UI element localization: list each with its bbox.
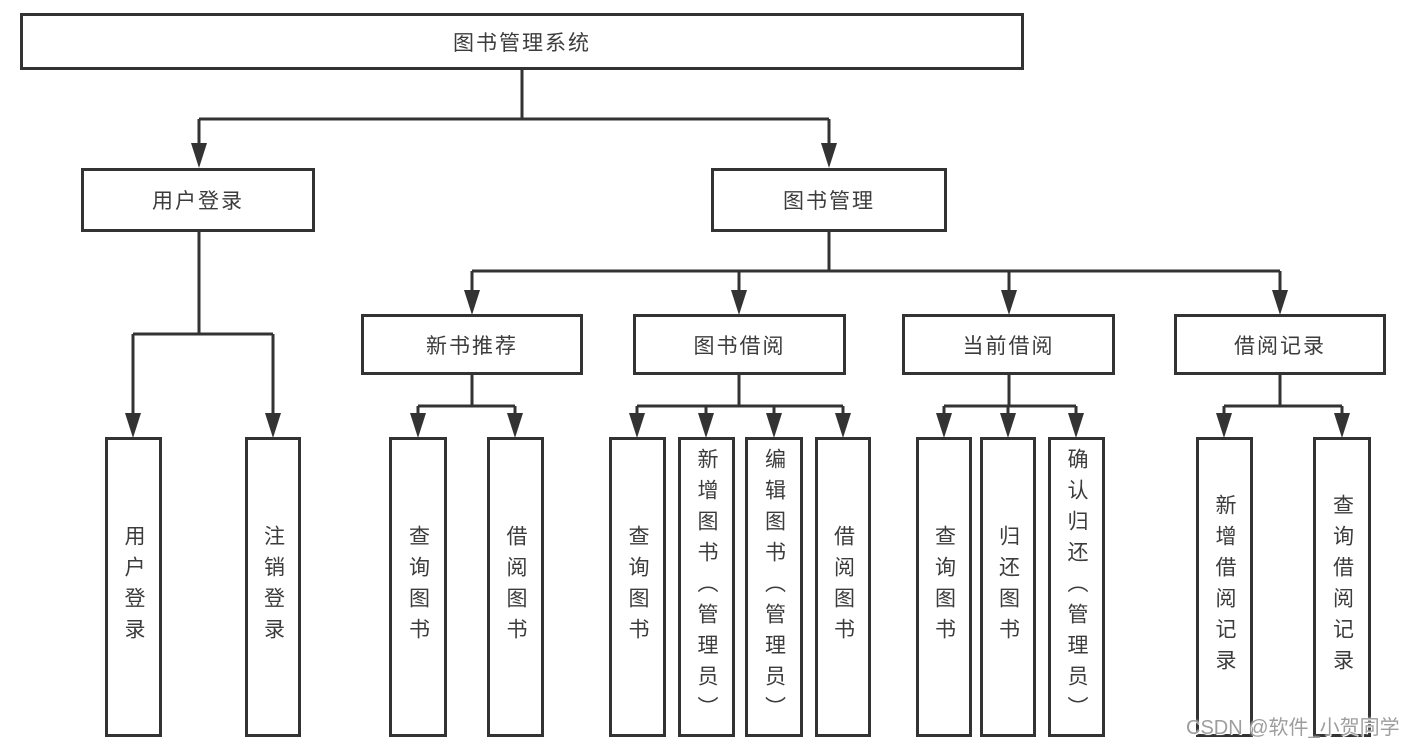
node-label: 归还图书 [996,525,1020,649]
node-leaf-borrow-books-rec: 借阅图书 [487,437,544,737]
node-leaf-query-books-cb: 查询图书 [916,437,972,737]
node-leaf-return-books: 归还图书 [980,437,1036,737]
node-label: 图书借阅 [693,334,786,358]
node-leaf-user-login: 用户登录 [105,437,162,737]
node-leaf-logout: 注销登录 [245,437,301,737]
node-leaf-confirm-return-admin: 确认归还（管理员） [1048,437,1105,737]
node-label: 注销登录 [261,525,285,649]
node-user-login-branch: 用户登录 [81,168,315,232]
node-label: 借阅图书 [504,525,527,649]
node-borrowing-records: 借阅记录 [1174,314,1386,375]
node-leaf-query-books-rec: 查询图书 [389,437,447,737]
node-label: 图书管理系统 [453,31,591,55]
node-library-management-system: 图书管理系统 [20,13,1024,70]
node-book-borrowing: 图书借阅 [633,314,846,375]
node-label: 查询借阅记录 [1330,494,1354,680]
node-leaf-add-borrow-record: 新增借阅记录 [1196,437,1253,737]
node-leaf-edit-books-admin: 编辑图书（管理员） [745,437,803,737]
node-label: 确认归还（管理员） [1065,447,1088,727]
node-leaf-borrow-books-bb: 借阅图书 [815,437,871,737]
node-leaf-query-borrow-record: 查询借阅记录 [1313,437,1371,737]
node-label: 新增借阅记录 [1213,494,1236,680]
node-label: 编辑图书（管理员） [762,447,786,727]
csdn-watermark: CSDN @软件_小贺同学 [1186,717,1400,739]
arrowheads [125,143,1350,438]
connector-lines [131,70,1344,420]
node-label: 查询图书 [932,525,956,649]
node-label: 查询图书 [406,525,430,649]
node-label: 借阅图书 [831,525,855,649]
node-current-borrowing: 当前借阅 [902,314,1115,375]
node-label: 借阅记录 [1234,334,1326,358]
node-label: 图书管理 [783,190,875,213]
node-label: 当前借阅 [962,334,1055,358]
node-label: 用户登录 [122,525,145,649]
node-new-book-recommendation: 新书推荐 [361,314,583,375]
node-label: 用户登录 [152,190,244,213]
node-label: 查询图书 [626,525,649,649]
node-book-management-branch: 图书管理 [711,168,947,232]
node-label: 新增图书（管理员） [695,447,718,727]
node-label: 新书推荐 [426,334,518,358]
node-leaf-query-books-bb: 查询图书 [609,437,666,737]
node-leaf-add-books-admin: 新增图书（管理员） [678,437,735,737]
